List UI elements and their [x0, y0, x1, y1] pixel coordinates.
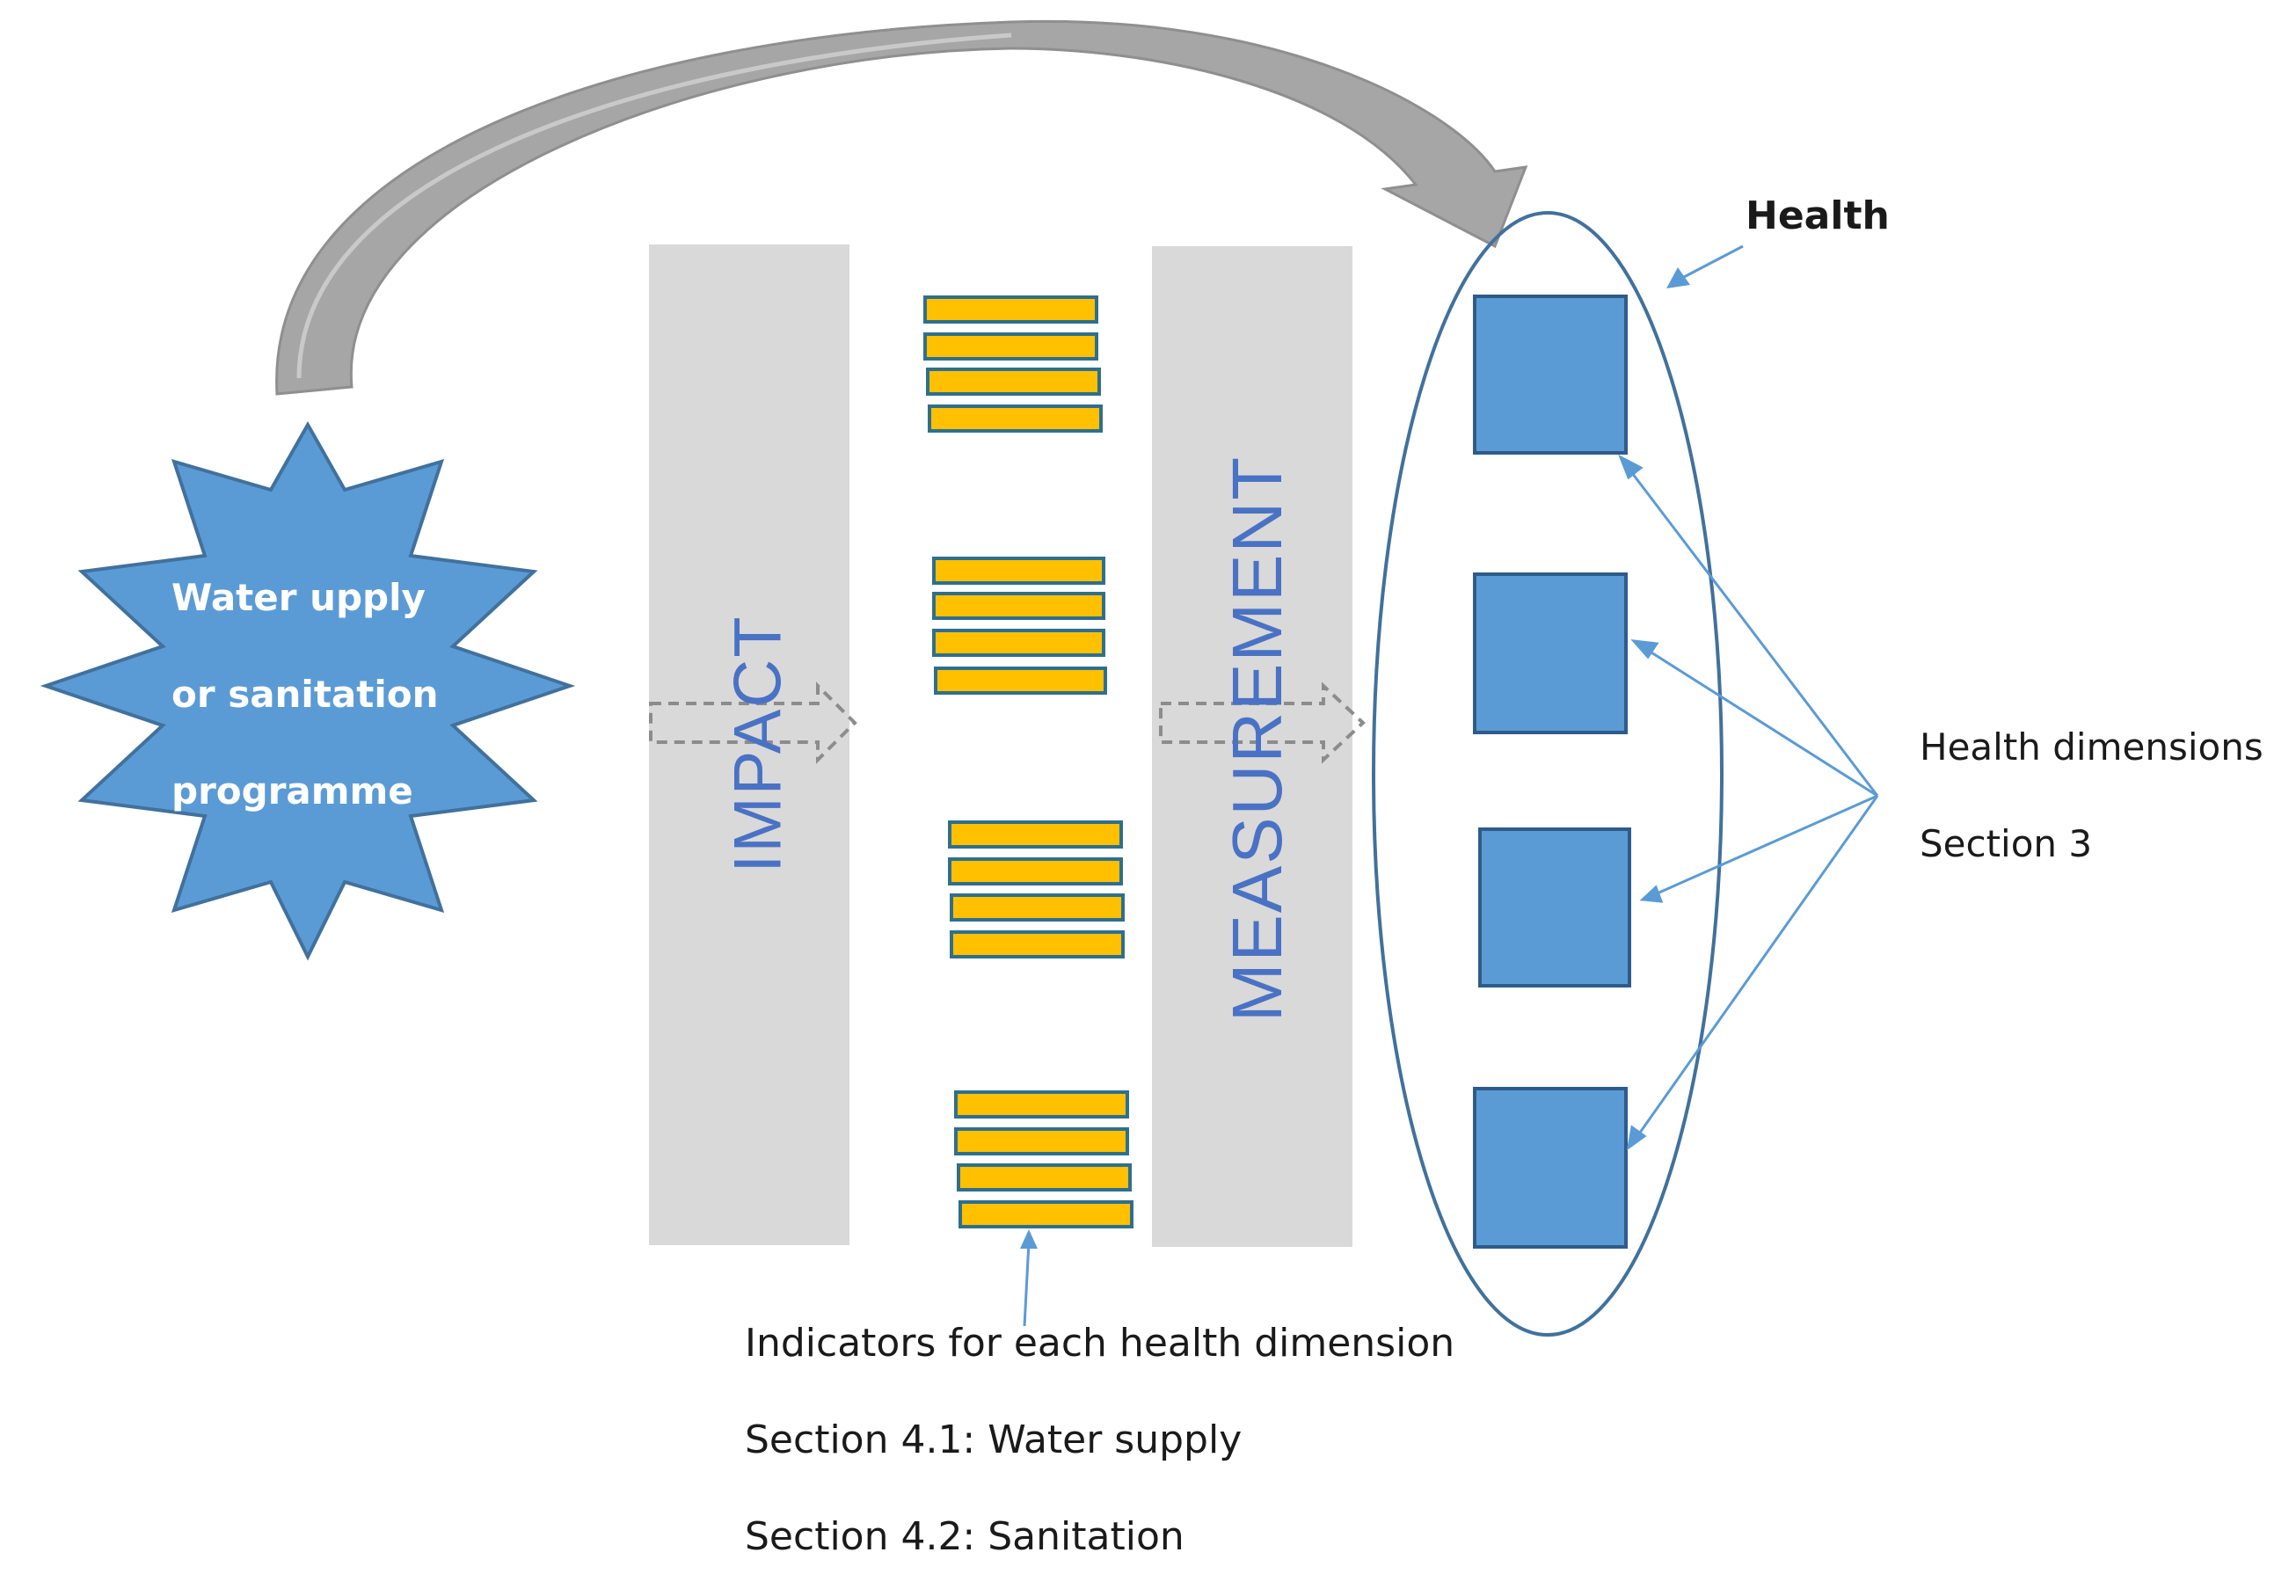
- health-dimension-square: [1478, 827, 1631, 987]
- indicators-sanitation: Section 4.2: Sanitation: [745, 1514, 1184, 1559]
- indicator-group-1: [923, 295, 1103, 433]
- health-dimensions-section: Section 3: [1920, 822, 2093, 865]
- indicator-bar: [923, 295, 1098, 324]
- indicator-bar: [948, 820, 1123, 849]
- programme-label: Water upply or sanitation programme: [171, 550, 438, 840]
- indicator-bar: [957, 1163, 1132, 1192]
- health-title-arrow: [1666, 244, 1744, 288]
- indicator-group-2: [932, 557, 1107, 695]
- programme-label-line-1: Water upply: [171, 576, 426, 619]
- indicator-bar: [954, 1127, 1129, 1155]
- health-title: Health: [1746, 193, 1890, 238]
- health-dimension-square: [1473, 1087, 1628, 1249]
- indicator-bar: [932, 629, 1105, 657]
- indicator-bar: [928, 404, 1103, 433]
- measurement-dashed-arrow: [1159, 681, 1366, 764]
- impact-label: IMPACT: [720, 615, 796, 873]
- indicators-title: Indicators for each health dimension: [745, 1321, 1455, 1366]
- indicator-bar: [950, 930, 1125, 958]
- indicator-bar: [932, 592, 1105, 620]
- indicator-bar: [948, 857, 1123, 885]
- measurement-column: [1152, 246, 1352, 1247]
- indicator-bar: [926, 368, 1101, 396]
- impact-dashed-arrow: [649, 681, 857, 764]
- indicator-group-3: [948, 820, 1125, 958]
- health-dimension-square: [1473, 572, 1628, 734]
- indicator-bar: [958, 1200, 1133, 1228]
- dimension-pointer-arrows: [1618, 454, 1879, 1151]
- health-dimension-square: [1473, 295, 1628, 455]
- indicator-pointer-arrow: [1020, 1229, 1038, 1327]
- indicator-bar: [932, 557, 1105, 585]
- programme-starburst: [40, 420, 576, 961]
- indicator-bar: [950, 893, 1125, 922]
- health-ellipse: [1372, 211, 1724, 1337]
- health-dimensions-label: Health dimensions: [1920, 725, 2263, 769]
- indicator-group-4: [954, 1090, 1133, 1228]
- indicators-water-supply: Section 4.1: Water supply: [745, 1417, 1243, 1462]
- indicator-bar: [923, 332, 1098, 361]
- indicator-bar: [954, 1090, 1129, 1119]
- health-dimension-squares: [1473, 295, 1631, 1249]
- measurement-label: MEASUREMENT: [1218, 455, 1296, 1023]
- programme-label-line-2: or sanitation: [171, 673, 439, 716]
- indicator-bar: [934, 667, 1107, 695]
- programme-label-line-3: programme: [171, 769, 413, 813]
- curved-arrow: [275, 19, 1528, 396]
